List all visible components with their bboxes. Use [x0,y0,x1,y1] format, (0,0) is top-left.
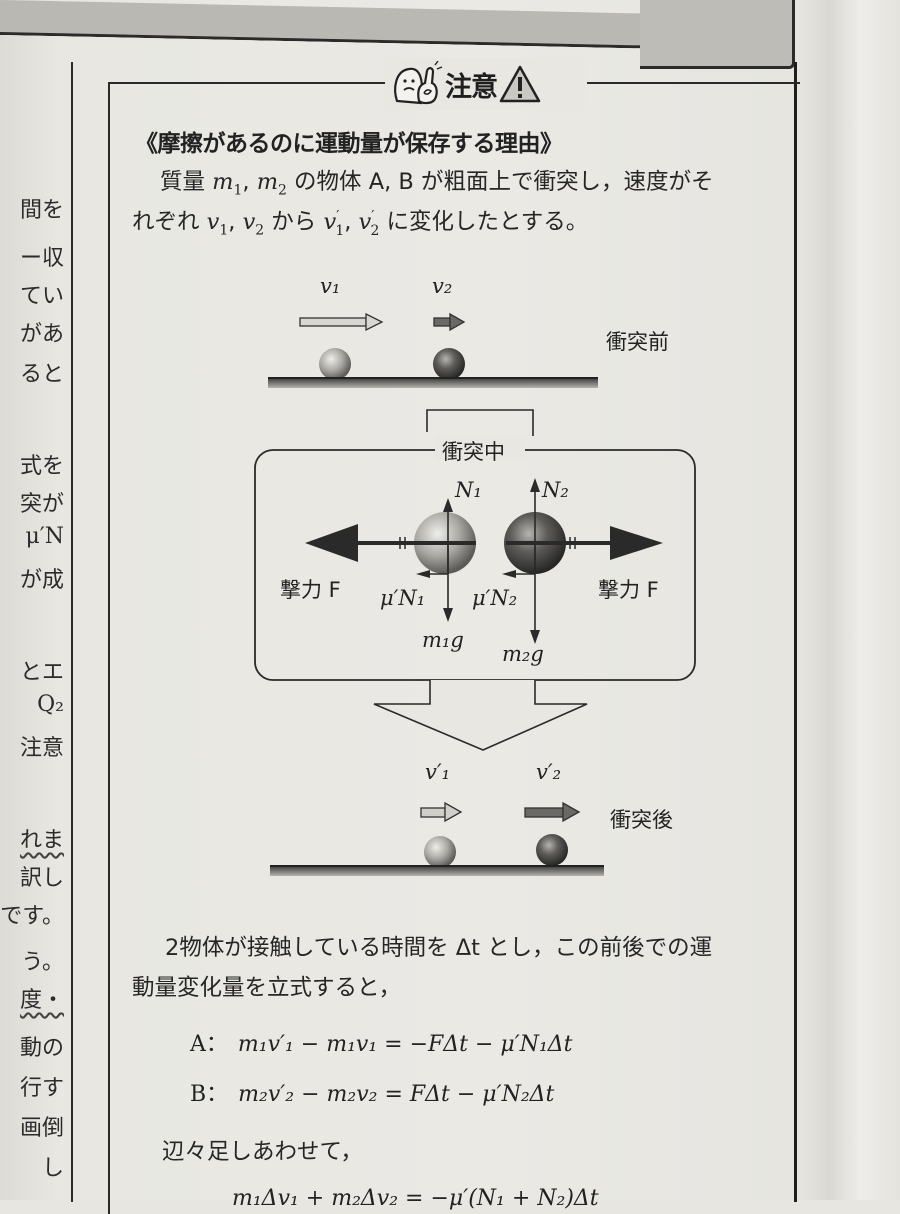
math-v2-prime: v [358,209,372,235]
left-column-fragment: ると [19,362,64,387]
before-scene [268,312,598,388]
left-text-column: 間をー収ていがあると式を突が μ′N が成とエ Q₂ 注意れま訳しです。う。度・動の行す… [0,0,72,1200]
label-friction-1: μ′N₁ [380,586,426,610]
subscript: 1 [233,182,243,199]
column-divider [71,62,73,1202]
left-column-fragment: Q₂ [37,692,64,717]
left-column-fragment: とエ [19,660,64,685]
equation-b-label: B： [190,1082,229,1107]
label-weight-1: m₁g [422,628,464,652]
equation-sum-body: m₁Δv₁ + m₂Δv₂ = −μ′(N₁ + N₂)Δt [232,1186,599,1211]
equation-a: A： m₁v′₁ − m₁v₁ = −FΔt − μ′N₁Δt [190,1026,573,1058]
collision-figure: v₁ v₂ 衝突前 衝突中 N₁ N₂ 撃力 F 撃力 F μ′N₁ μ′N₂ … [250,260,730,900]
subscript: 1 [335,222,345,239]
left-column-fragment: が成 [19,568,64,593]
left-column-fragment: し [41,1156,64,1181]
left-column-fragment: 式を [19,454,64,479]
label-impulse-left: 撃力 F [280,578,341,602]
text: 質量 [160,169,213,195]
label-friction-2: μ′N₂ [472,586,518,610]
math-v2: v [242,209,256,235]
left-column-fragment: 注意 [19,736,64,761]
label-n2: N₂ [542,478,569,502]
subscript: 2 [255,222,265,239]
intro-line-1: 質量 m1, m2 の物体 A, B が粗面上で衝突し，速度がそ [160,164,714,199]
collision-diagram [254,312,696,876]
note-label: 注意 [445,71,498,103]
intro-line-2: れぞれ v1, v2 から v′1, v′2 に変化したとする。 [132,204,588,239]
left-column-fragment: 動の [19,1036,64,1061]
left-column-fragment: です。 [0,904,64,929]
left-column-fragment: ー収 [19,246,64,271]
subscript: 1 [219,222,229,239]
left-column-fragment: う。 [21,950,64,975]
left-column-fragment: 画倒 [19,1116,64,1141]
equation-a-body: m₁v′₁ − m₁v₁ = −FΔt − μ′N₁Δt [237,1032,573,1057]
after-scene [270,801,604,876]
separator: , [344,209,359,235]
left-column-fragment: れま [19,828,64,853]
equation-b: B： m₂v′₂ − m₂v₂ = FΔt − μ′N₂Δt [190,1076,554,1108]
text: から [264,209,324,235]
para2-line2: 動量変化量を立式すると， [132,975,402,1001]
equation-b-body: m₂v′₂ − m₂v₂ = FΔt − μ′N₂Δt [238,1082,555,1107]
left-column-fragment: 行す [19,1076,64,1101]
label-weight-2: m₂g [502,642,544,666]
separator: , [228,209,243,235]
note-header: 注意 [385,58,587,110]
label-v1: v₁ [320,274,341,298]
para3: 辺々足しあわせて， [162,1139,363,1165]
prime: ′ [371,208,375,225]
left-column-fragment: てい [19,284,64,309]
text: れぞれ [132,209,207,235]
label-v2-prime: v′₂ [536,760,562,784]
math-m1: m [212,169,234,195]
math-m2: m [256,169,279,195]
label-after: 衝突後 [610,808,673,832]
para2-line1: 2物体が接触している時間を Δt とし，この前後での運 [165,935,713,961]
previous-box-corner [640,0,795,69]
thumbs-up-mascot-icon [394,61,443,105]
prime: ′ [336,208,340,225]
label-before: 衝突前 [606,330,669,354]
separator: , [242,169,257,195]
label-n1: N₁ [455,478,482,502]
equation-a-label: A： [190,1032,228,1057]
subscript: 2 [278,182,287,199]
left-column-fragment: 訳し [19,866,64,891]
section-title: 《摩擦があるのに運動量が保存する理由》 [135,131,563,157]
label-v2: v₂ [432,274,453,298]
subscript: 2 [370,222,380,239]
math-v1: v [206,209,220,235]
text: の物体 A, B が粗面上で衝突し，速度がそ [286,169,714,195]
text: に変化したとする。 [379,209,589,235]
label-impulse-right: 撃力 F [598,578,659,602]
math-v1-prime: v [323,209,337,235]
left-column-fragment: 突が [19,492,64,517]
left-column-fragment: 間を [19,198,64,223]
left-column-fragment: 度・ [19,988,64,1013]
left-column-fragment: があ [19,322,64,347]
left-column-fragment: μ′N [25,524,64,549]
label-during: 衝突中 [442,440,505,464]
equation-sum-partial: m₁Δv₁ + m₂Δv₂ = −μ′(N₁ + N₂)Δt [232,1186,599,1211]
page-edge-rule [794,62,797,1202]
label-v1-prime: v′₁ [425,760,451,784]
warning-triangle-icon [499,65,541,103]
